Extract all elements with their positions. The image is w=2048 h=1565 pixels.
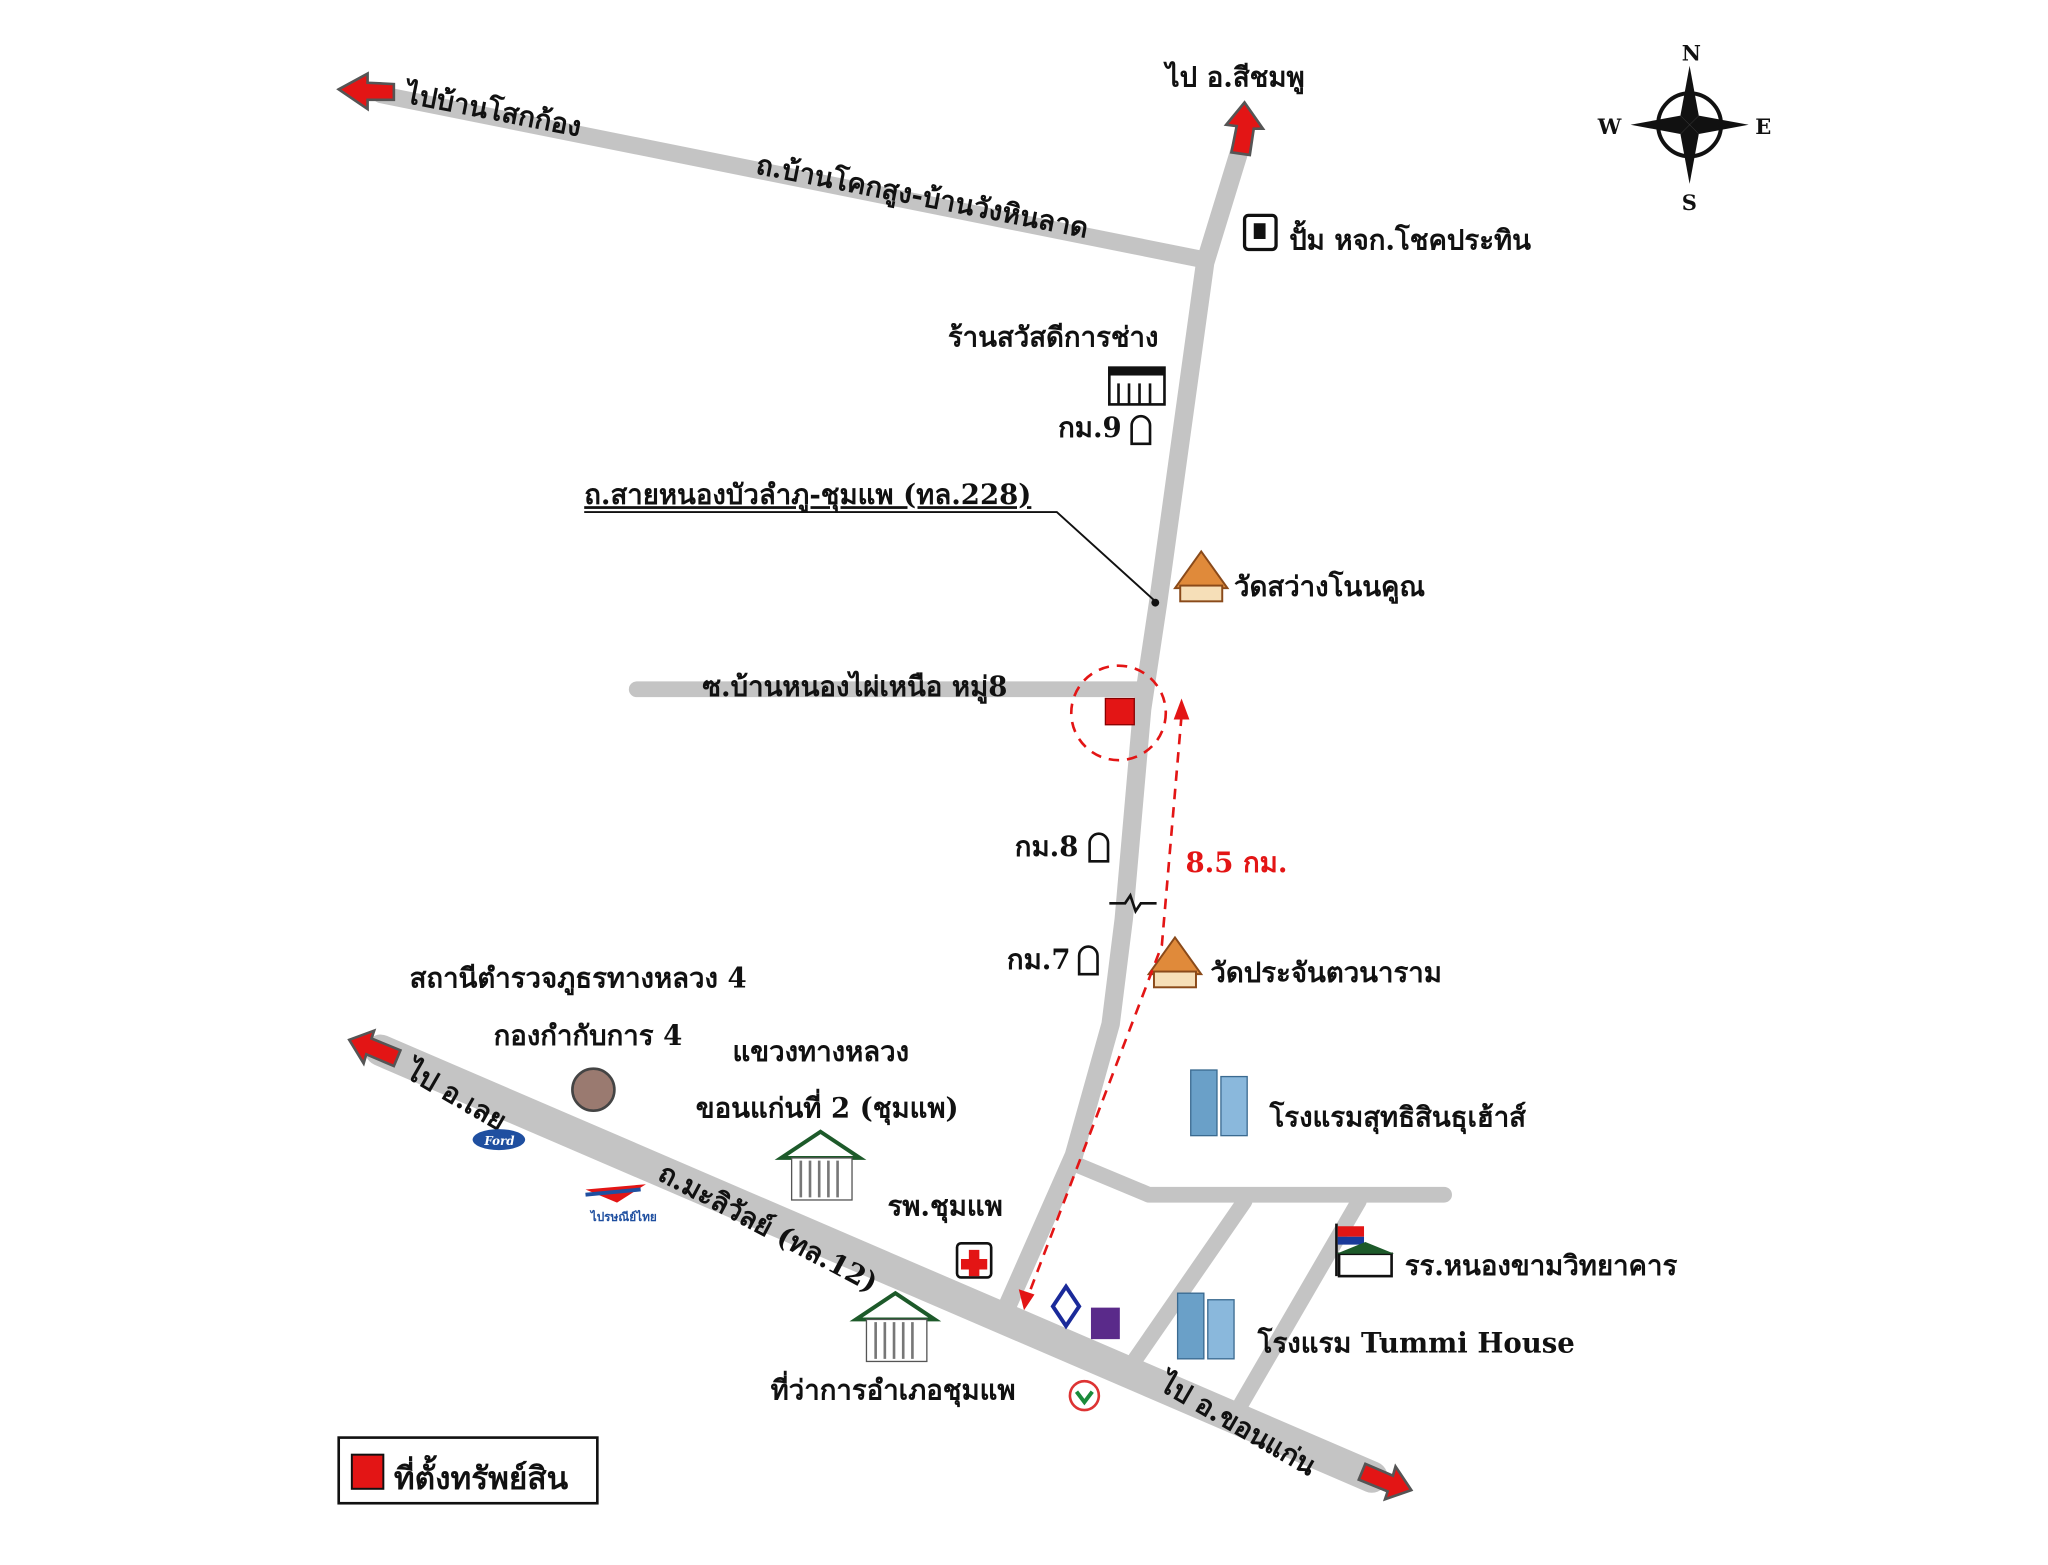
side-road-east bbox=[1062, 1154, 1452, 1203]
label-to-khon-kaen: ไป อ.ขอนแก่น bbox=[1152, 1365, 1322, 1482]
compass-s: S bbox=[1682, 190, 1697, 215]
compass-n: N bbox=[1682, 40, 1701, 65]
compass-rose: N S E W bbox=[1597, 40, 1772, 215]
property-highlight-circle bbox=[1069, 664, 1168, 762]
label-road-khok-sung: ถ.บ้านโคกสูง-บ้านวังหินลาด bbox=[753, 147, 1091, 246]
label-km8: กม.8 bbox=[1015, 831, 1079, 863]
label-to-si-chomphu: ไป อ.สีชมพู bbox=[1163, 61, 1305, 95]
school-icon bbox=[1335, 1223, 1395, 1278]
arrow-to-si-chomphu bbox=[1223, 100, 1266, 157]
temple-icon bbox=[1146, 935, 1204, 989]
label-km7: กม.7 bbox=[1007, 944, 1071, 976]
ford-logo bbox=[472, 1129, 526, 1151]
police-emblem-icon bbox=[571, 1067, 616, 1113]
label-highway-2: ขอนแก่นที่ 2 (ชุมแพ) bbox=[696, 1088, 959, 1125]
label-shop: ร้านสวัสดีการช่าง bbox=[948, 322, 1159, 354]
label-district-office: ที่ว่าการอำเภอชุมแพ bbox=[771, 1371, 1016, 1408]
label-km9: กม.9 bbox=[1058, 412, 1122, 444]
kasikorn-bank-logo bbox=[1068, 1379, 1101, 1412]
road-228 bbox=[995, 137, 1250, 1323]
label-distance: 8.5 กม. bbox=[1185, 847, 1287, 879]
bangkok-bank-logo bbox=[1050, 1283, 1082, 1330]
route-arrow-head bbox=[1173, 698, 1190, 720]
label-wat-sawang: วัดสว่างโนนคูณ bbox=[1234, 569, 1425, 604]
scb-bank-logo bbox=[1090, 1307, 1120, 1340]
km-marker-icon bbox=[1130, 414, 1152, 446]
label-police-1: สถานีตำรวจภูธรทางหลวง 4 bbox=[410, 962, 747, 995]
legend-property-label: ที่ตั้งทรัพย์สิน bbox=[394, 1455, 569, 1497]
km-marker-icon bbox=[1088, 832, 1110, 863]
arrow-to-khon-kaen bbox=[1357, 1462, 1414, 1502]
label-soi: ซ.บ้านหนองไผ่เหนือ หมู่8 bbox=[702, 670, 1007, 704]
distance-route-line bbox=[1025, 715, 1183, 1301]
svg-text:ไปรษณีย์ไทย: ไปรษณีย์ไทย bbox=[589, 1209, 657, 1224]
route-arrow-head bbox=[1018, 1289, 1035, 1311]
label-to-ban-lok-kong: ไปบ้านโสกก้อง bbox=[400, 75, 584, 143]
label-police-2: กองกำกับการ 4 bbox=[494, 1020, 683, 1052]
label-school: รร.หนองขามวิทยาคาร bbox=[1405, 1250, 1678, 1282]
bridge-icon bbox=[1109, 892, 1157, 915]
ford-logo-text: Ford bbox=[483, 1134, 514, 1148]
district-office-icon bbox=[849, 1290, 942, 1363]
side-road-1 bbox=[1127, 1193, 1253, 1367]
leader-dot bbox=[1151, 598, 1160, 607]
label-road-228: ถ.สายหนองบัวลำภู-ชุมแพ (ทล.228) bbox=[584, 479, 1031, 512]
label-hospital: รพ.ชุมแพ bbox=[887, 1191, 1002, 1224]
km-marker-icon bbox=[1077, 945, 1099, 976]
legend-property-swatch bbox=[350, 1453, 385, 1490]
label-wat-prachan: วัดประจันตวนาราม bbox=[1210, 957, 1442, 989]
label-highway-1: แขวงทางหลวง bbox=[733, 1036, 910, 1068]
property-marker bbox=[1104, 697, 1135, 726]
roads bbox=[364, 86, 1452, 1493]
hotel-building-icon bbox=[1176, 1292, 1235, 1360]
temple-icon bbox=[1173, 549, 1230, 603]
label-gas-station: ปั้ม หจก.โชคประทิน bbox=[1289, 219, 1531, 256]
arrow-to-ban-lok-kong bbox=[336, 71, 396, 112]
road-228-leader-line bbox=[584, 511, 1156, 603]
road-malivan bbox=[364, 1034, 1388, 1493]
compass-e: E bbox=[1755, 114, 1771, 139]
legend: ที่ตั้งทรัพย์สิน bbox=[337, 1436, 599, 1505]
thailand-post-logo: ไปรษณีย์ไทย bbox=[585, 1184, 657, 1224]
label-hotel-2: โรงแรม Tummi House bbox=[1257, 1325, 1575, 1359]
label-hotel-1: โรงแรมสุทธิสินธุเฮ้าส์ bbox=[1268, 1099, 1526, 1134]
shop-icon bbox=[1108, 366, 1166, 406]
arrow-to-loei bbox=[347, 1028, 403, 1068]
government-building-icon bbox=[774, 1129, 867, 1201]
hotel-building-icon bbox=[1190, 1069, 1248, 1137]
compass-w: W bbox=[1597, 114, 1622, 139]
road-khok-sung bbox=[372, 86, 1214, 269]
